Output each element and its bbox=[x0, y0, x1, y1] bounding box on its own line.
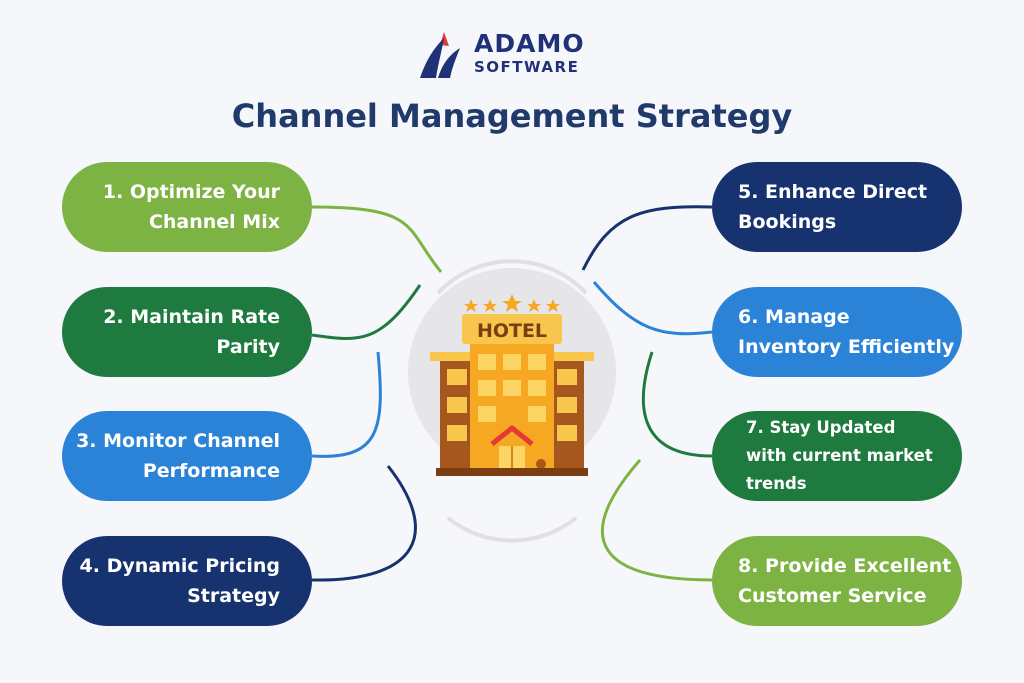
strategy-item-7-label: 7. Stay Updated with current market tren… bbox=[746, 418, 933, 493]
strategy-item-8-label: 8. Provide Excellent Customer Service bbox=[738, 555, 952, 607]
page-title: Channel Management Strategy bbox=[231, 97, 793, 135]
connector-5 bbox=[581, 205, 713, 271]
strategy-item-1: 1. Optimize Your Channel Mix bbox=[62, 162, 312, 252]
strategy-item-4-label: 4. Dynamic Pricing Strategy bbox=[79, 555, 280, 607]
connector-4 bbox=[311, 465, 417, 582]
connector-2 bbox=[311, 284, 422, 340]
strategy-item-1-label: 1. Optimize Your Channel Mix bbox=[102, 181, 280, 233]
hotel-sign: HOTEL bbox=[477, 320, 547, 342]
strategy-item-4: 4. Dynamic Pricing Strategy bbox=[62, 536, 312, 626]
connector-6 bbox=[592, 281, 713, 336]
connector-8 bbox=[600, 459, 713, 582]
strategy-item-5: 5. Enhance Direct Bookings bbox=[712, 162, 962, 252]
connector-3 bbox=[311, 351, 382, 458]
strategy-item-5-label: 5. Enhance Direct Bookings bbox=[738, 181, 928, 233]
adamo-logo-icon bbox=[420, 32, 460, 78]
strategy-item-2-label: 2. Maintain Rate Parity bbox=[103, 306, 280, 358]
brand-logo: ADAMO SOFTWARE bbox=[418, 26, 618, 84]
strategy-item-2: 2. Maintain Rate Parity bbox=[62, 287, 312, 377]
strategy-item-8: 8. Provide Excellent Customer Service bbox=[712, 536, 962, 626]
brand-name: ADAMO bbox=[474, 29, 585, 58]
brand-subname: SOFTWARE bbox=[474, 58, 580, 76]
strategy-item-6: 6. Manage Inventory Efficiently bbox=[712, 287, 962, 377]
connector-7 bbox=[641, 351, 713, 458]
connector-1 bbox=[311, 205, 443, 273]
strategy-item-7: 7. Stay Updated with current market tren… bbox=[712, 411, 962, 501]
strategy-item-3: 3. Monitor Channel Performance bbox=[62, 411, 312, 501]
center-arc-top bbox=[436, 259, 588, 295]
hotel-building-icon: HOTEL bbox=[408, 268, 616, 476]
strategy-item-6-label: 6. Manage Inventory Efficiently bbox=[738, 306, 955, 358]
strategy-item-3-label: 3. Monitor Channel Performance bbox=[76, 430, 280, 482]
center-arc-bottom bbox=[446, 516, 578, 543]
